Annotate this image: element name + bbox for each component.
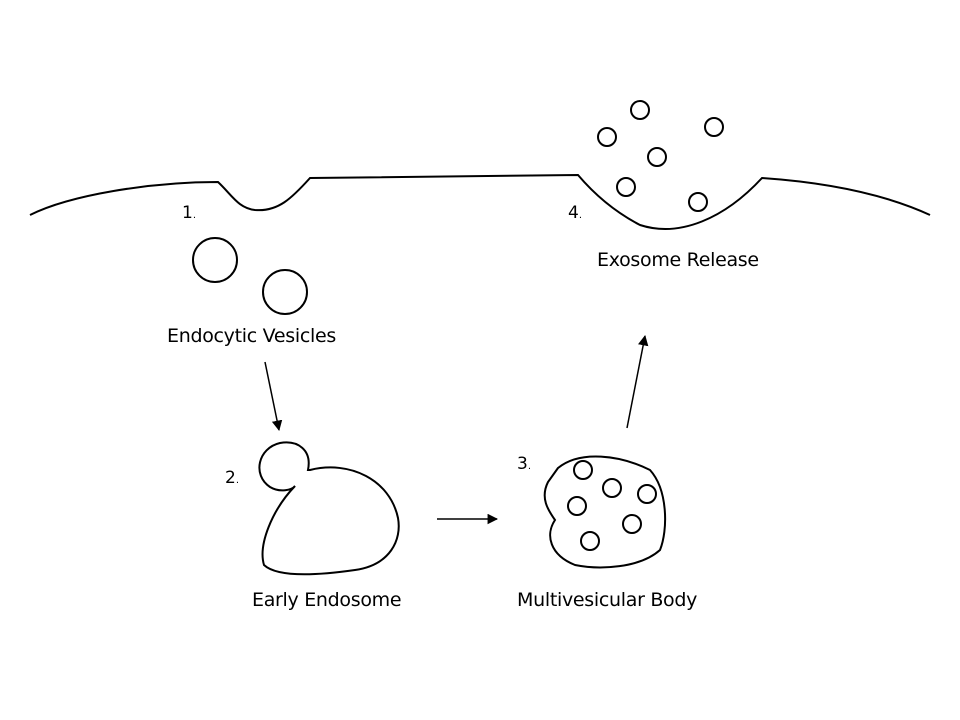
label-exosome-release: Exosome Release: [597, 249, 759, 271]
label-multivesicular-body: Multivesicular Body: [517, 589, 698, 611]
exosome: [630, 100, 650, 120]
intraluminal-vesicle: [622, 514, 642, 534]
intraluminal-vesicle: [567, 496, 587, 516]
step-number-2: 2.: [225, 468, 240, 488]
exosome: [647, 147, 667, 167]
endocytic-vesicle: [262, 269, 308, 315]
step-number-3: 3.: [517, 454, 532, 474]
arrow-vesicles-to-endosome: [264, 361, 283, 432]
arrow-mvb-to-release: [626, 334, 649, 429]
intraluminal-vesicle: [573, 460, 593, 480]
multivesicular-body-shape: [543, 455, 667, 569]
intraluminal-vesicle: [637, 484, 657, 504]
exosome: [597, 127, 617, 147]
endocytic-vesicle: [192, 237, 238, 283]
intraluminal-vesicle: [602, 478, 622, 498]
step-number-1: 1.: [182, 203, 197, 223]
intraluminal-vesicle: [580, 531, 600, 551]
exosomes: [597, 100, 724, 212]
step-number-4: 4.: [568, 203, 583, 223]
exosome: [688, 192, 708, 212]
label-endocytic-vesicles: Endocytic Vesicles: [167, 325, 336, 347]
label-early-endosome: Early Endosome: [252, 589, 402, 611]
plasma-membrane: [29, 173, 931, 230]
early-endosome-shape: [258, 441, 400, 576]
exosome: [616, 177, 636, 197]
exosome: [704, 117, 724, 137]
